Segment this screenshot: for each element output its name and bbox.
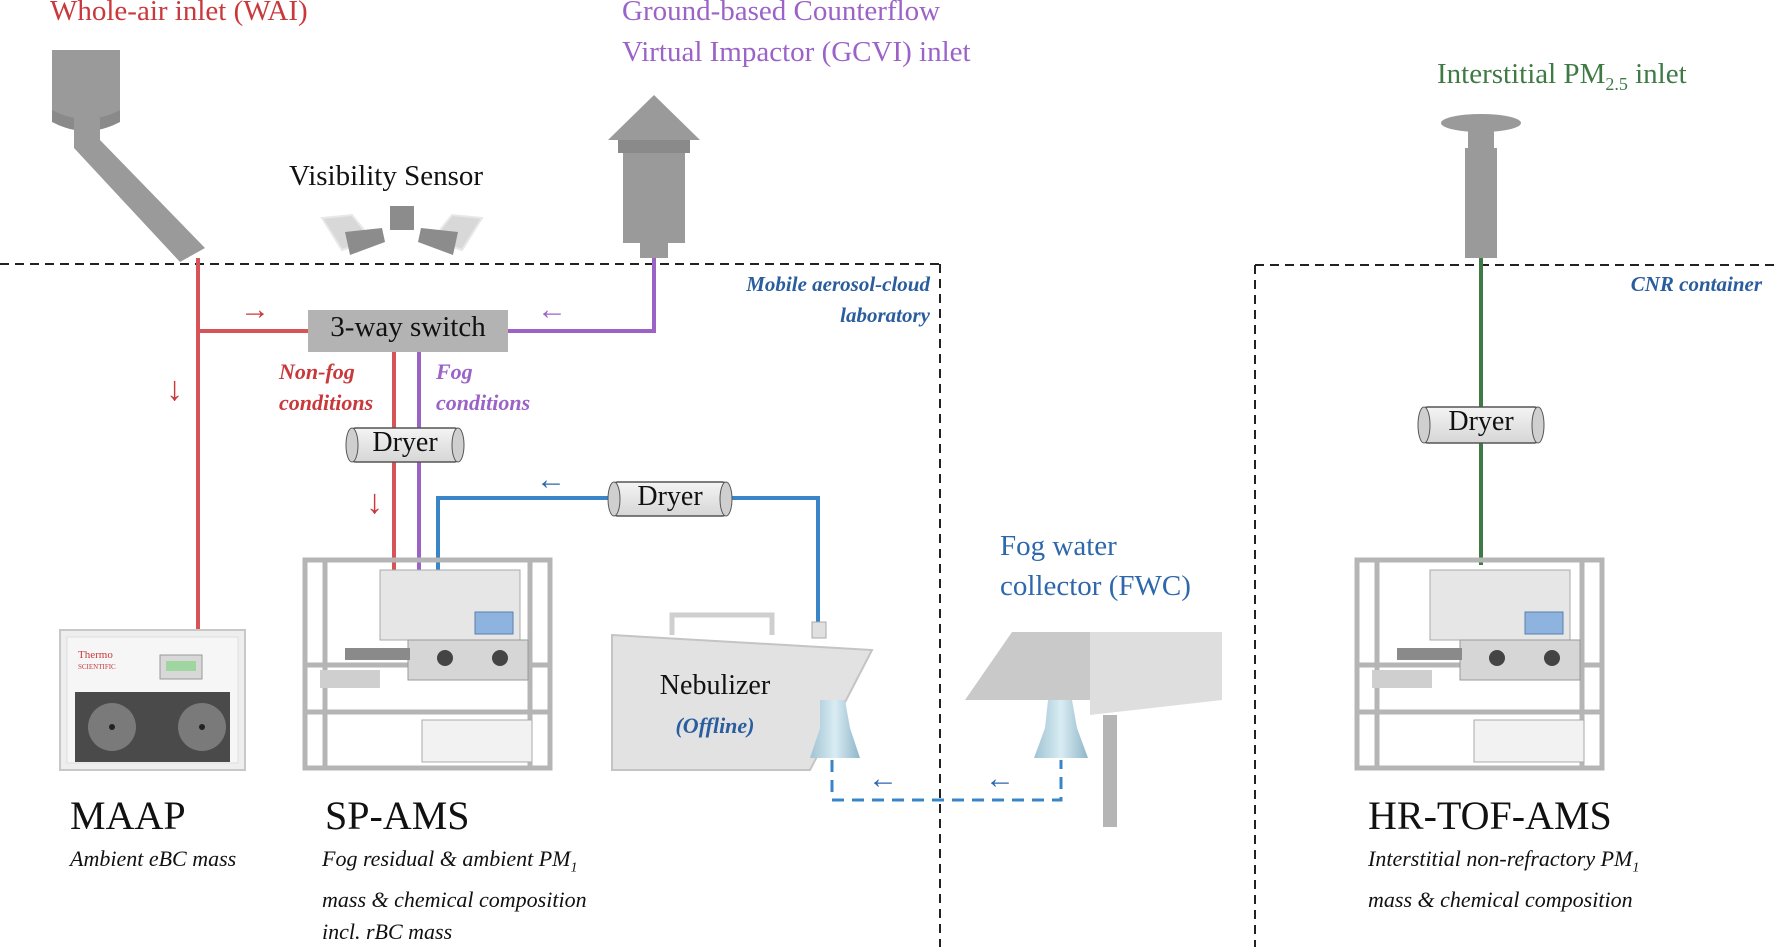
hrtof-internals (1372, 569, 1585, 763)
dryer-nebulizer-label: Dryer (637, 481, 703, 512)
arrow-left-gcvi-icon: ← (537, 293, 567, 326)
nebulizer-icon (611, 612, 874, 771)
fog-water-collector-icon (965, 632, 1222, 827)
fog-water-flow-lines (436, 496, 1063, 802)
fog-label-line2: conditions (436, 390, 531, 415)
arrow-left-nebulizer-icon: ← (536, 463, 566, 496)
hrtof-description: Interstitial non-refractory PM1 mass & c… (1368, 846, 1640, 913)
visibility-sensor-icon (320, 206, 484, 255)
maap-instrument-icon (59, 629, 246, 771)
hrtof-name: HR-TOF-AMS (1368, 793, 1612, 838)
cnr-container-border (1254, 264, 1776, 947)
nonfog-label-line2: conditions (279, 390, 374, 415)
dryer-spams-icon (345, 427, 465, 463)
three-way-switch-label: 3-way switch (330, 311, 486, 343)
wai-inlet-label: Whole-air inlet (WAI) (50, 0, 308, 27)
mobile-lab-border (0, 263, 941, 947)
cnr-container-label: CNR container (1630, 272, 1762, 296)
fwc-label-line2: collector (FWC) (1000, 570, 1191, 602)
arrow-left-dashed-2-icon: ← (985, 762, 1015, 795)
gcvi-inlet-label-line1: Ground-based Counterflow (622, 0, 941, 27)
pm25-inlet-icon (1441, 114, 1521, 258)
wai-inlet-icon (52, 50, 205, 262)
arrow-left-dashed-1-icon: ← (868, 762, 898, 795)
mobile-lab-label-line1: Mobile aerosol-cloud (746, 272, 930, 296)
maap-description: Ambient eBC mass (70, 846, 237, 871)
visibility-sensor-label: Visibility Sensor (289, 160, 484, 192)
fwc-label-line1: Fog water (1000, 530, 1117, 562)
fog-label-line1: Fog (436, 359, 473, 384)
arrow-down-spams-icon: ↓ (366, 484, 383, 521)
spams-name: SP-AMS (325, 793, 470, 838)
dryer-hrtof-label: Dryer (1448, 406, 1514, 437)
arrow-down-wai-icon: ↓ (166, 371, 183, 408)
nonfog-label-line1: Non-fog (279, 359, 355, 384)
arrow-right-wai-icon: → (240, 293, 270, 326)
maap-name: MAAP (70, 793, 186, 838)
three-way-switch-box (308, 310, 508, 352)
spams-internals (320, 569, 533, 763)
gcvi-inlet-label-line2: Virtual Impactor (GCVI) inlet (622, 36, 971, 68)
spams-description: Fog residual & ambient PM1 mass & chemic… (322, 846, 587, 945)
dryer-hrtof-icon (1417, 406, 1545, 444)
nebulizer-mode-label: (Offline) (675, 713, 755, 738)
dryer-nebulizer-icon (607, 481, 733, 517)
gcvi-inlet-icon (608, 95, 700, 258)
pm25-inlet-label: Interstitial PM2.5 inlet (1437, 58, 1687, 94)
mobile-lab-label-line2: laboratory (840, 303, 930, 327)
dryer-spams-label: Dryer (372, 427, 438, 458)
nebulizer-label: Nebulizer (659, 670, 771, 701)
